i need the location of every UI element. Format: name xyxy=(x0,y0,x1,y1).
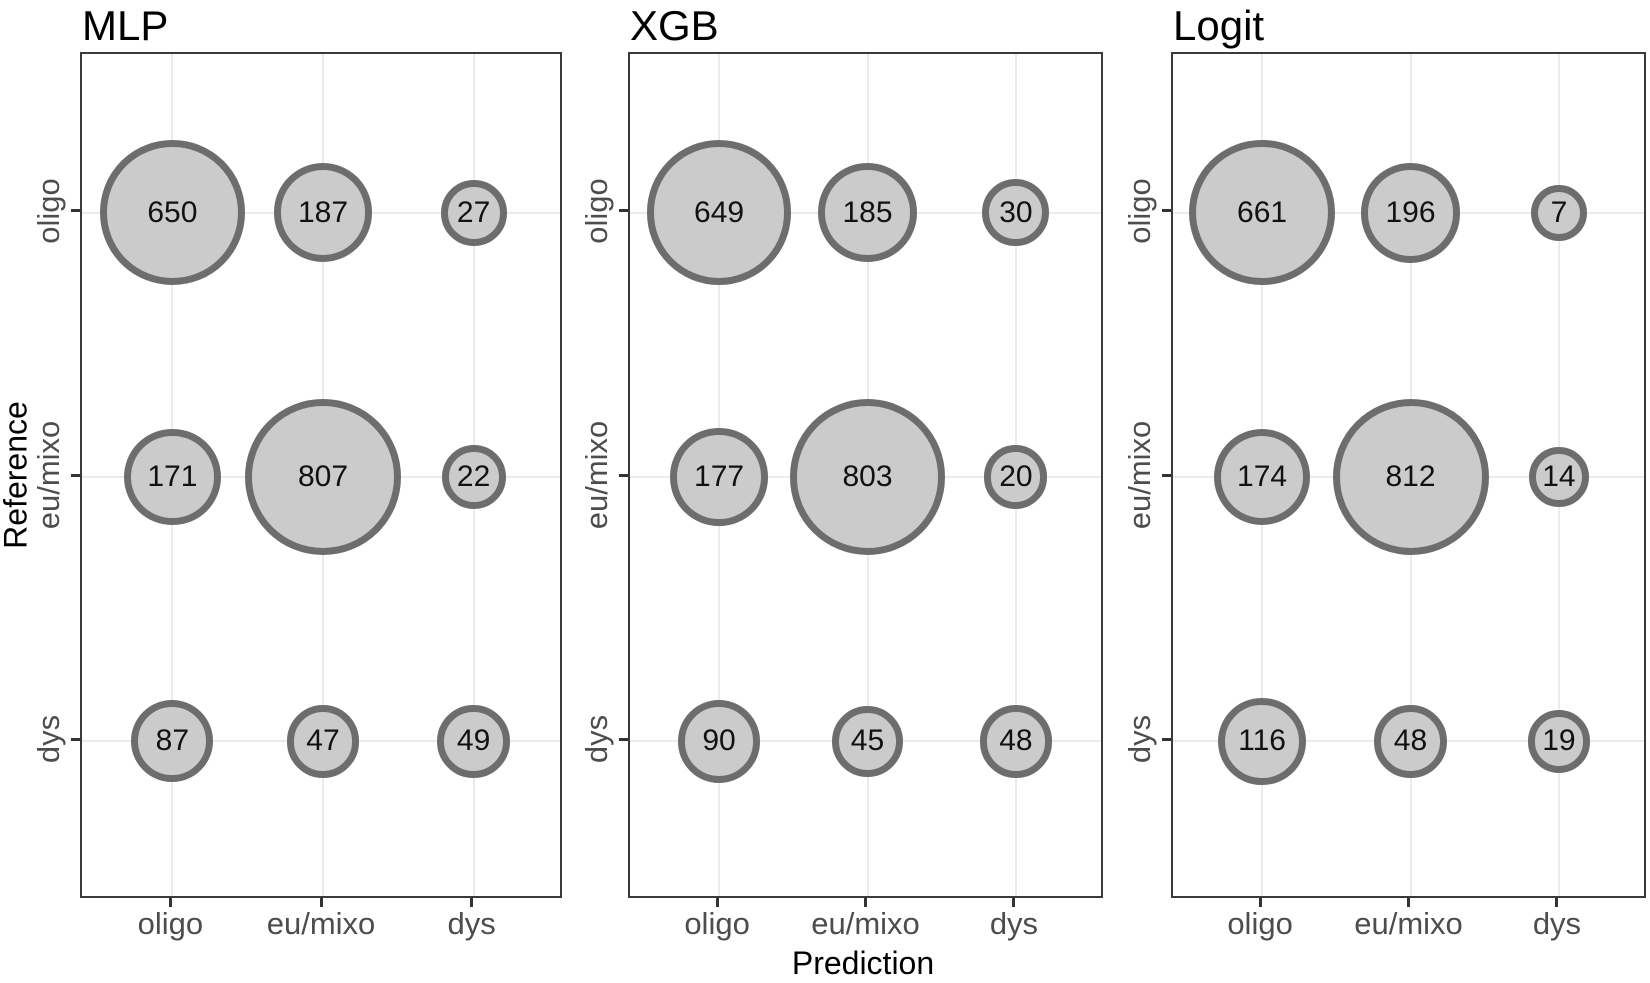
x-tick-label-oligo: oligo xyxy=(684,906,750,941)
x-tick xyxy=(1407,898,1410,907)
x-tick xyxy=(168,898,172,907)
x-tick-label-eu-mixo: eu/mixo xyxy=(1354,906,1463,941)
x-tick-label-dys: dys xyxy=(1532,906,1582,941)
bubble-eu-mixo-dys: 20 xyxy=(984,445,1048,509)
panel-title-mlp: MLP xyxy=(82,2,169,49)
x-tick xyxy=(1258,898,1262,907)
bubble-eu-mixo-eu-mixo: 812 xyxy=(1332,399,1489,555)
bubble-eu-mixo-oligo: 177 xyxy=(670,428,768,526)
bubble-eu-mixo-dys: 22 xyxy=(441,445,506,509)
x-tick-label-dys: dys xyxy=(447,906,496,941)
bubble-dys-dys: 19 xyxy=(1527,710,1591,773)
bubble-oligo-eu-mixo: 196 xyxy=(1360,162,1461,263)
x-tick-label-oligo: oligo xyxy=(1227,906,1293,941)
bubble-dys-eu-mixo: 47 xyxy=(286,705,360,778)
panel-title-logit: Logit xyxy=(1173,2,1265,49)
bubble-dys-oligo: 116 xyxy=(1218,697,1306,786)
bubble-dys-dys: 48 xyxy=(979,705,1053,778)
y-tick-label-eu-mixo: eu/mixo xyxy=(579,420,614,530)
bubble-dys-oligo: 87 xyxy=(131,700,214,783)
y-tick xyxy=(1162,473,1171,477)
bubble-oligo-dys: 7 xyxy=(1530,184,1587,241)
bubble-oligo-oligo: 650 xyxy=(100,140,245,285)
x-axis-title: Prediction xyxy=(791,945,935,981)
y-tick-label-oligo: oligo xyxy=(31,177,66,244)
y-tick-label-dys: dys xyxy=(1122,715,1157,764)
y-tick xyxy=(71,209,80,213)
bubble-oligo-dys: 27 xyxy=(440,179,507,246)
x-tick xyxy=(1555,898,1559,907)
bubble-dys-oligo: 90 xyxy=(677,700,761,783)
y-tick xyxy=(71,737,80,741)
x-tick-label-eu-mixo: eu/mixo xyxy=(811,906,920,941)
bubble-dys-eu-mixo: 48 xyxy=(1374,705,1447,778)
bubble-eu-mixo-dys: 14 xyxy=(1528,446,1590,508)
y-tick xyxy=(71,473,80,477)
y-tick xyxy=(619,473,628,477)
x-tick xyxy=(1012,898,1016,907)
bubble-dys-eu-mixo: 45 xyxy=(831,705,904,778)
bubble-oligo-dys: 30 xyxy=(982,179,1050,247)
bubble-oligo-oligo: 649 xyxy=(646,140,792,285)
x-tick xyxy=(715,898,719,907)
y-tick-label-dys: dys xyxy=(31,715,66,764)
bubble-eu-mixo-eu-mixo: 803 xyxy=(789,399,946,555)
x-tick xyxy=(864,898,867,907)
bubble-oligo-eu-mixo: 187 xyxy=(273,163,373,262)
y-tick-label-dys: dys xyxy=(579,715,614,764)
x-tick-label-oligo: oligo xyxy=(137,906,204,941)
y-tick-label-oligo: oligo xyxy=(1122,177,1157,244)
bubble-eu-mixo-oligo: 174 xyxy=(1213,428,1311,526)
x-tick xyxy=(319,898,323,907)
y-tick xyxy=(1162,209,1171,213)
x-tick-label-dys: dys xyxy=(989,906,1039,941)
y-axis-title: Reference xyxy=(0,401,34,549)
panel-title-xgb: XGB xyxy=(630,2,719,49)
bubble-dys-dys: 49 xyxy=(437,704,511,778)
y-tick-label-oligo: oligo xyxy=(579,177,614,244)
y-tick xyxy=(619,737,628,741)
y-tick-label-eu-mixo: eu/mixo xyxy=(1122,420,1157,530)
y-tick-label-eu-mixo: eu/mixo xyxy=(31,420,66,530)
x-tick-label-eu-mixo: eu/mixo xyxy=(266,906,376,941)
bubble-oligo-oligo: 661 xyxy=(1189,140,1335,286)
bubble-oligo-eu-mixo: 185 xyxy=(818,163,917,262)
bubble-eu-mixo-eu-mixo: 807 xyxy=(245,399,401,555)
x-tick xyxy=(470,898,474,907)
y-tick xyxy=(619,209,628,213)
bubble-eu-mixo-oligo: 171 xyxy=(124,428,221,526)
y-tick xyxy=(1162,737,1171,741)
